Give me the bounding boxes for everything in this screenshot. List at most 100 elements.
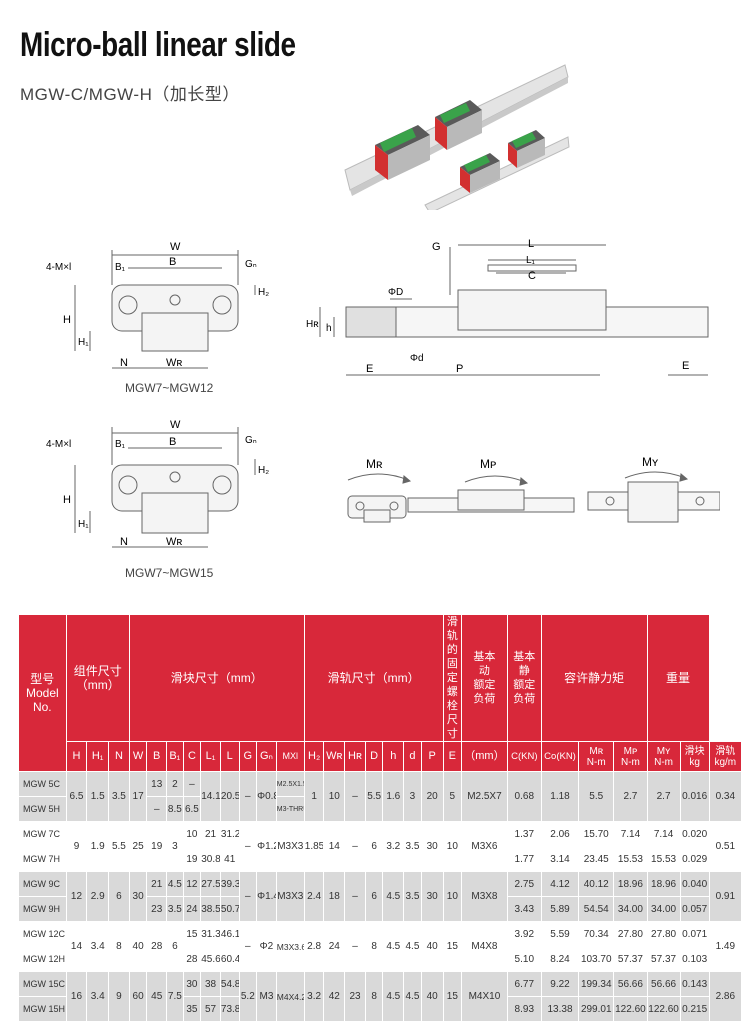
table-cell: 45 xyxy=(146,971,168,1022)
table-cell: – xyxy=(238,921,258,972)
dim-label: N xyxy=(120,357,128,369)
col-bolt: （mm） xyxy=(461,741,508,772)
model-cell: MGW 12H xyxy=(18,946,67,972)
table-cell: 40.12 xyxy=(578,871,615,897)
table-cell: 14 xyxy=(65,921,88,972)
table-cell: 8 xyxy=(364,971,384,1022)
table-cell: 5 xyxy=(442,771,463,822)
table-cell: 18.96 xyxy=(613,871,648,897)
col-C0-kn: Co(KN) xyxy=(540,741,580,772)
table-cell: Φ1.4 xyxy=(256,871,277,922)
dim-label: h xyxy=(326,323,332,334)
dim-label: Wʀ xyxy=(166,357,182,369)
col-WR: Wʀ xyxy=(323,741,346,772)
table-cell: 0.143 xyxy=(679,971,710,997)
model-cell: MGW 7C xyxy=(18,821,67,847)
table-cell: 27.5 xyxy=(200,871,221,897)
table-cell: 3.14 xyxy=(540,846,580,872)
table-cell: 13.38 xyxy=(540,996,580,1022)
table-cell: 10 xyxy=(442,871,463,922)
table-cell: 4.5 xyxy=(382,921,405,972)
table-cell: 20.5 xyxy=(219,771,240,822)
front-view-drawing-large: W B B₁ Gₙ 4-M×l H H₁ H₂ N Wʀ xyxy=(46,419,269,548)
dim-label: Gₙ xyxy=(245,259,257,270)
dim-label: L xyxy=(528,238,534,250)
dim-label: H₂ xyxy=(258,465,269,476)
table-cell: 15.53 xyxy=(613,846,648,872)
table-cell: 23 xyxy=(344,971,366,1022)
table-cell: – xyxy=(344,771,366,822)
table-cell: 4.12 xyxy=(540,871,580,897)
group-dynamic-load: 基本 动 额定 负荷 xyxy=(461,614,508,742)
table-cell: 8.24 xyxy=(540,946,580,972)
dim-label: Hʀ xyxy=(306,319,319,330)
group-block: 滑块尺寸（mm） xyxy=(128,614,305,742)
group-rail: 滑轨尺寸（mm） xyxy=(303,614,444,742)
table-cell: 8 xyxy=(108,921,130,972)
table-cell: – xyxy=(344,871,366,922)
table-cell: 9 xyxy=(108,971,130,1022)
col-MY: Mʏ N-m xyxy=(646,741,681,772)
table-cell: 3.92 xyxy=(506,921,542,947)
table-cell: 122.60 xyxy=(646,996,681,1022)
table-cell: 3.2 xyxy=(382,821,405,872)
table-cell: 30.8 xyxy=(200,846,221,872)
table-cell: 0.51 xyxy=(708,821,743,872)
table-cell: M3X3 xyxy=(275,871,305,922)
table-cell: 5.5 xyxy=(578,771,615,822)
table-cell: 6.5 xyxy=(182,796,202,822)
table-cell: 3.2 xyxy=(303,971,325,1022)
table-cell: Φ0.8 xyxy=(256,771,277,822)
table-cell: 73.8 xyxy=(219,996,240,1022)
table-cell: 0.103 xyxy=(679,946,710,972)
table-cell: 8.93 xyxy=(506,996,542,1022)
col-B1: B₁ xyxy=(166,741,184,772)
table-cell: 42 xyxy=(323,971,346,1022)
col-E: E xyxy=(442,741,463,772)
table-cell: 56.66 xyxy=(646,971,681,997)
col-rail-weight: 滑轨 kg/m xyxy=(708,741,743,772)
table-cell: – xyxy=(238,771,258,822)
table-cell: M4X10 xyxy=(461,971,508,1022)
table-cell: 0.029 xyxy=(679,846,710,872)
table-cell: 2 xyxy=(166,771,184,797)
table-cell: 10 xyxy=(182,821,202,847)
dim-label: L₁ xyxy=(526,255,536,266)
table-cell: M3X8 xyxy=(461,871,508,922)
table-cell: 34.00 xyxy=(646,896,681,922)
table-cell: 60 xyxy=(128,971,148,1022)
table-cell: 4.5 xyxy=(382,971,405,1022)
model-cell: MGW 15H xyxy=(18,996,67,1022)
table-cell: 2.8 xyxy=(303,921,325,972)
table-cell: 2.4 xyxy=(303,871,325,922)
table-cell: M3X6 xyxy=(461,821,508,872)
col-H2: H₂ xyxy=(303,741,325,772)
dim-label: B xyxy=(169,436,176,448)
table-cell: 15.70 xyxy=(578,821,615,847)
dim-label: H₁ xyxy=(78,519,89,530)
table-cell: 2.75 xyxy=(506,871,542,897)
table-cell: 0.215 xyxy=(679,996,710,1022)
table-cell: 19 xyxy=(182,846,202,872)
table-cell: 15.53 xyxy=(646,846,681,872)
dim-label: P xyxy=(456,363,463,375)
table-cell: M3-THRU xyxy=(275,796,305,822)
table-cell: 15 xyxy=(442,971,463,1022)
table-cell: M3X3.6 xyxy=(275,921,305,972)
table-cell: – xyxy=(182,771,202,797)
table-cell: 18.96 xyxy=(646,871,681,897)
drawing-caption: MGW7~MGW15 xyxy=(125,566,214,580)
table-cell: 27.80 xyxy=(646,921,681,947)
table-cell: 10 xyxy=(323,771,346,822)
table-cell: 0.016 xyxy=(679,771,710,822)
table-cell: 30 xyxy=(420,871,444,922)
table-cell: 41 xyxy=(219,846,240,872)
table-cell: 4.5 xyxy=(403,971,422,1022)
table-cell: 40 xyxy=(420,921,444,972)
table-cell: 39.3 xyxy=(219,871,240,897)
table-cell: M2.5X7 xyxy=(461,771,508,822)
col-B: B xyxy=(146,741,168,772)
table-cell: 21 xyxy=(200,821,221,847)
model-cell: MGW 12C xyxy=(18,921,67,947)
page-subtitle: MGW-C/MGW-H（加长型） xyxy=(20,85,240,104)
